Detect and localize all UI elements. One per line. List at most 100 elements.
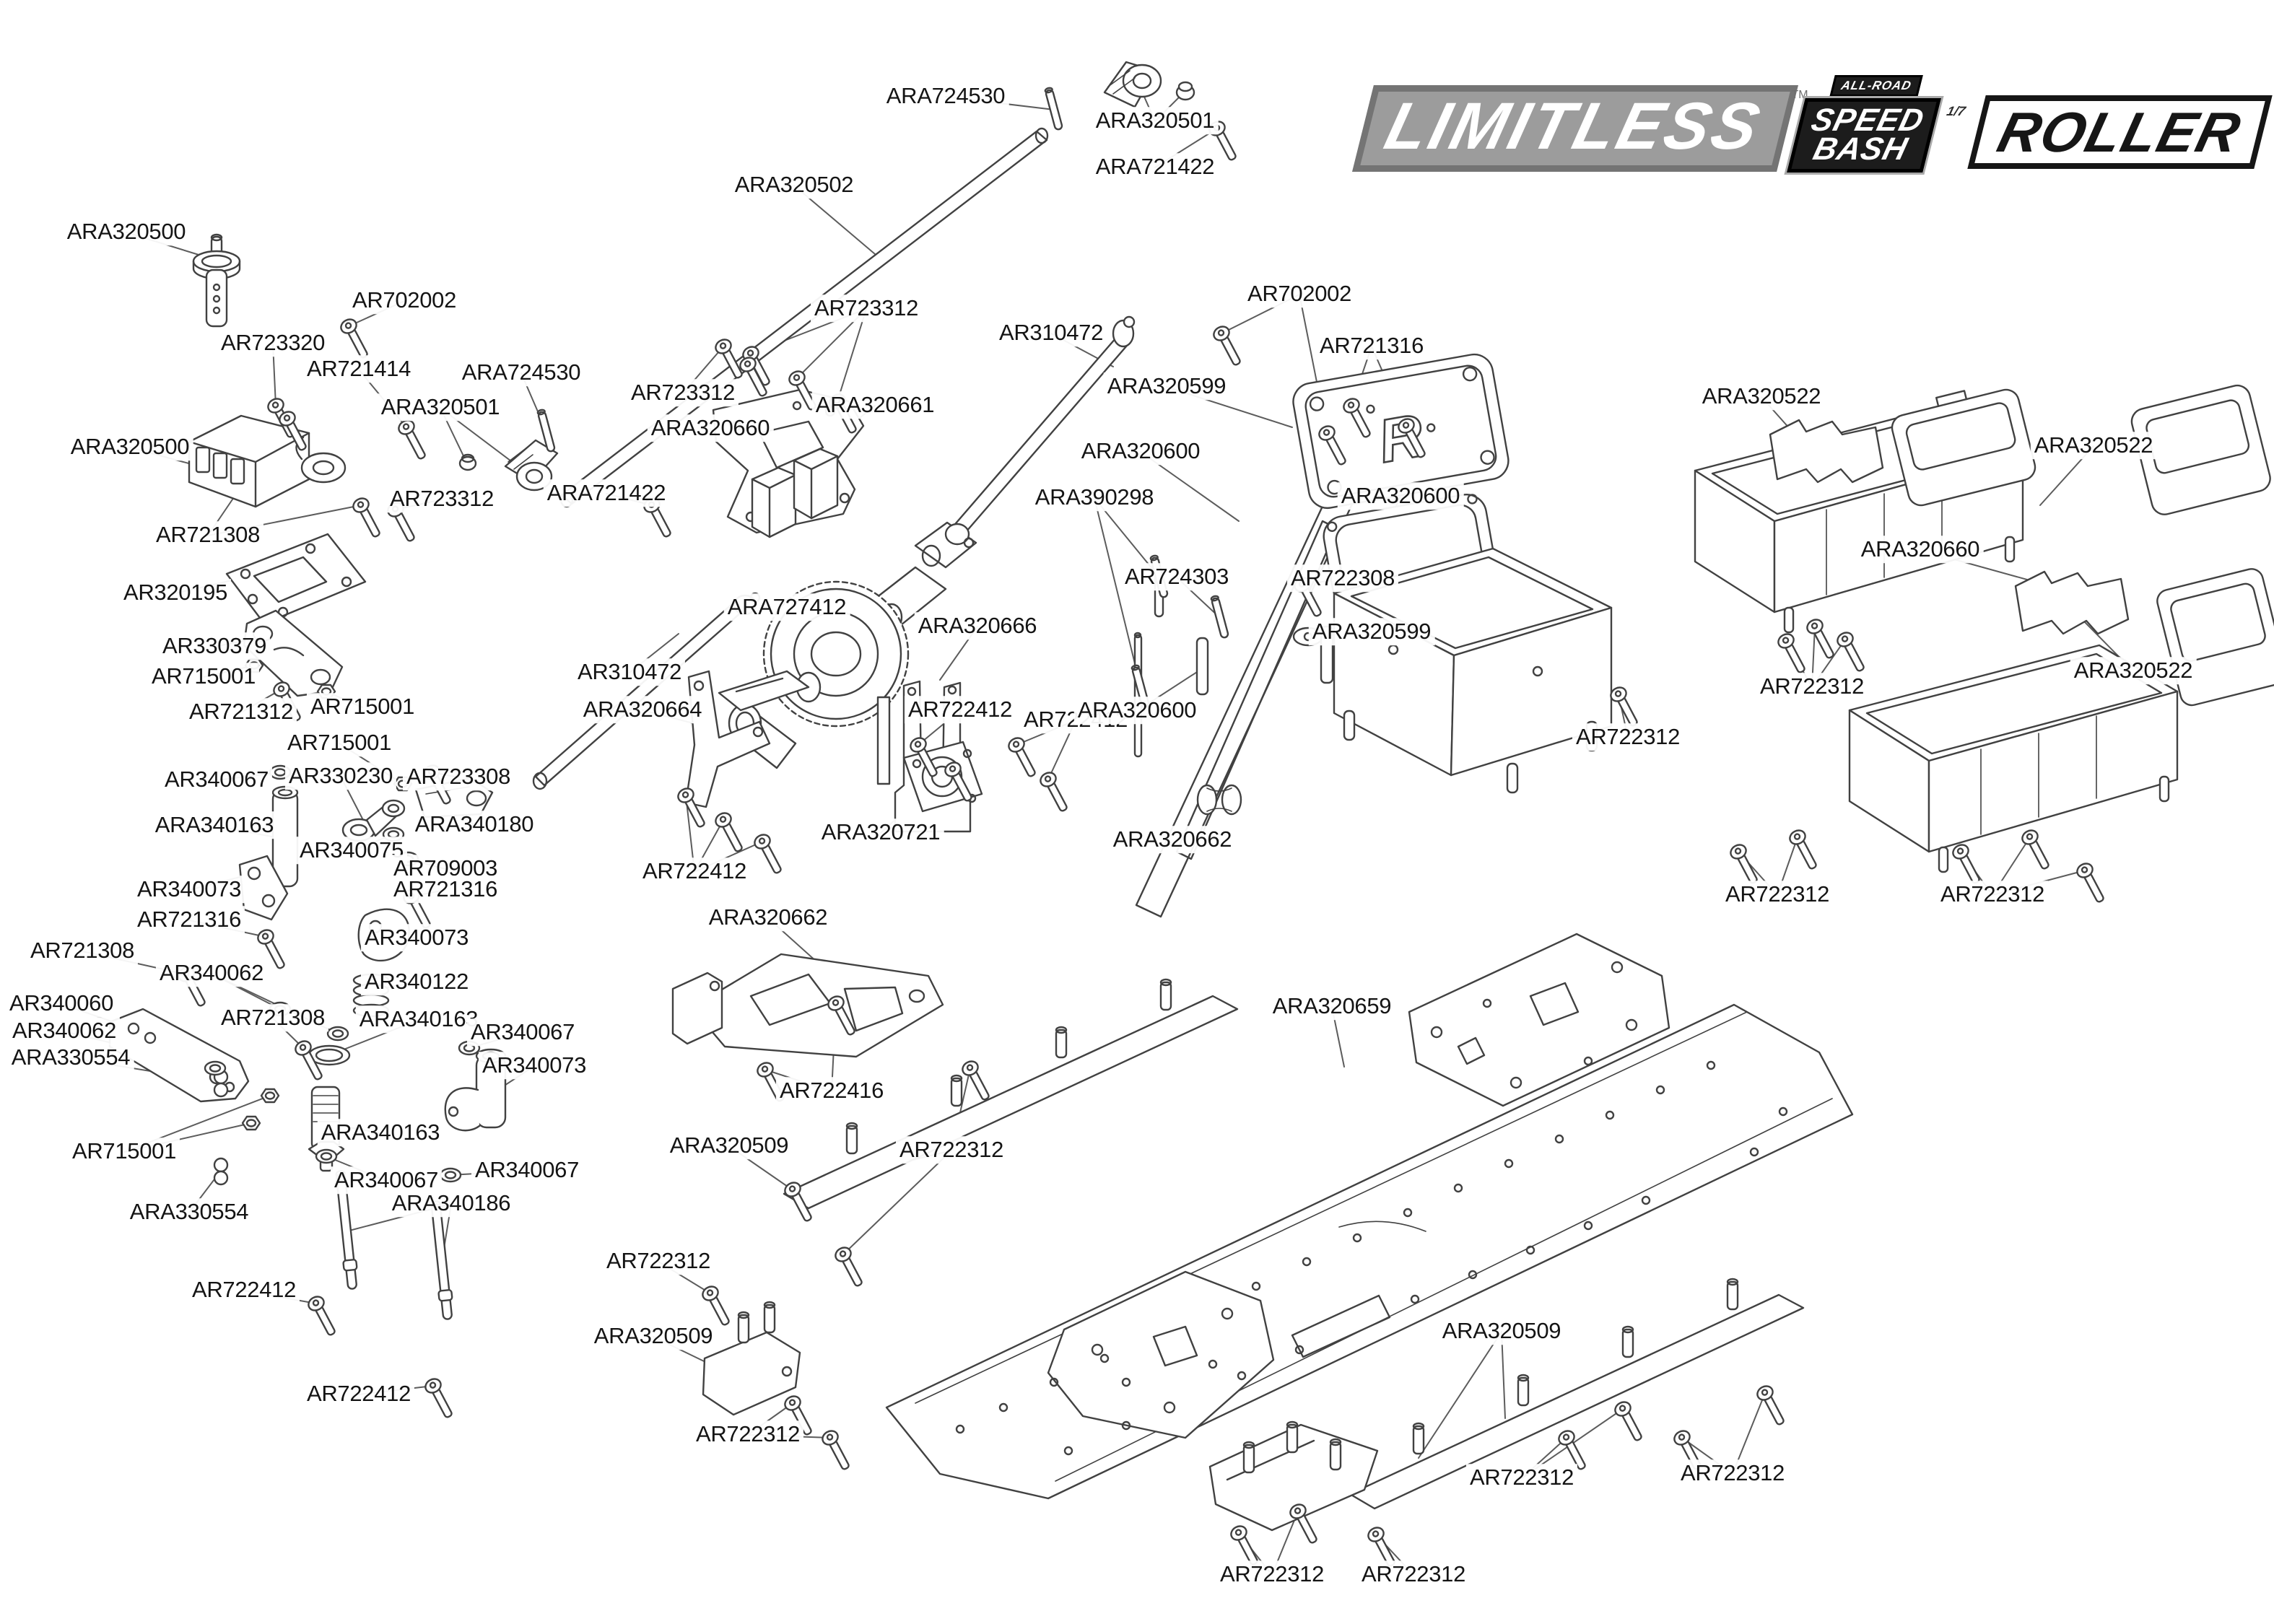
part-label: ARA340163 [151,811,278,839]
part-label: ARA320522 [2030,432,2157,460]
part-label: AR722312 [895,1136,1008,1164]
part-label: AR723320 [217,329,329,357]
part-label: ARA727412 [723,593,850,621]
part-label: AR722412 [188,1276,300,1304]
part-label: AR722312 [1572,723,1684,751]
part-label: AR310472 [573,658,686,686]
rail-posts [845,978,1172,1155]
part-label: ARA320522 [1698,383,1825,411]
part-label: AR724303 [1120,563,1233,591]
part-label: ARA320500 [66,433,193,461]
brand-logo: LIMITLESS TM ALL-ROAD SPEED BASH 1/7 ROL… [1352,75,2273,173]
limitless-logo: LIMITLESS TM [1352,85,1808,172]
antenna-mount-part [192,233,241,328]
part-label: ARA320509 [666,1132,793,1160]
part-label: ARA320659 [1268,992,1395,1021]
speed-bash-badge: ALL-ROAD SPEED BASH [1787,75,1948,173]
part-label: AR340067 [330,1166,443,1195]
center-steering-rod-part [458,61,1195,508]
part-label: ARA724530 [458,359,585,387]
part-label: ARA320600 [1337,482,1464,510]
bash-text: BASH [1810,131,1912,167]
part-label: ARA340163 [355,1005,482,1034]
part-label: ARA390298 [1031,484,1158,512]
steering-servo-part [188,414,347,508]
part-label: AR310472 [995,319,1107,347]
part-label: AR721308 [26,937,139,965]
limitless-wordmark: LIMITLESS [1378,90,1769,163]
part-label: AR722412 [904,696,1016,724]
part-label: AR722312 [692,1420,804,1449]
part-label: ARA340163 [317,1119,444,1147]
part-label: AR722312 [1216,1560,1328,1589]
part-label: AR722308 [1286,564,1399,593]
part-label: AR715001 [306,693,419,721]
part-label: AR702002 [1243,280,1356,308]
speed-text: SPEED [1808,102,1928,138]
part-label: AR340062 [8,1017,121,1045]
part-label: AR715001 [68,1138,180,1166]
part-label: AR722412 [302,1380,415,1408]
part-label: AR340122 [360,968,473,996]
part-label: AR723308 [402,763,515,791]
part-label: ARA320660 [647,414,774,442]
part-label: AR722312 [1721,881,1834,909]
part-label: ARA320660 [1857,536,1984,564]
part-label: ARA320600 [1077,437,1204,466]
part-label: AR340067 [466,1018,579,1047]
part-label: AR330379 [158,632,271,660]
part-label: ARA320502 [731,171,858,199]
part-label: ARA721422 [543,479,670,507]
part-label: AR723312 [810,294,923,323]
part-label: AR721312 [185,698,297,726]
part-label: ARA320662 [1109,826,1236,854]
part-label: ARA330554 [7,1044,134,1072]
part-label: ARA340186 [388,1189,515,1218]
part-label: AR340075 [295,837,408,865]
all-road-chip: ALL-ROAD [1829,75,1924,97]
part-label: AR340073 [478,1052,591,1080]
part-label: AR340067 [160,766,273,794]
part-label: ARA320664 [579,696,706,724]
part-label: AR722412 [638,857,751,886]
part-label: AR721308 [152,521,264,549]
part-label: AR723312 [385,485,498,513]
part-label: AR722312 [1756,673,1868,701]
part-label: ARA320599 [1308,618,1435,646]
part-label: ARA320600 [1073,697,1201,725]
part-label: ARA721422 [1092,153,1219,181]
part-label: ARA320509 [590,1322,717,1350]
chassis-plate-parts [885,933,1854,1500]
part-label: ARA320501 [377,393,504,422]
rail-posts-2 [1412,1278,1739,1455]
part-label: AR722312 [1936,881,2049,909]
part-label: ARA340180 [411,811,538,839]
part-label: AR721316 [133,906,245,934]
part-label: AR723312 [627,379,739,407]
part-label: AR715001 [147,663,260,691]
steering-top-plate-part [225,533,367,625]
part-label: ARA320522 [2070,657,2197,685]
receiver-box-parts: R [1133,353,1613,794]
part-label: ARA320666 [914,612,1041,640]
battery-tray-parts [1694,384,2274,873]
part-label: AR721308 [217,1004,329,1032]
part-label: ARA320500 [63,218,190,246]
part-label: ARA320599 [1103,372,1230,401]
roller-badge: ROLLER [1966,95,2273,169]
scale-text: 1/7 [1945,104,1967,118]
part-label: AR722312 [1676,1459,1789,1488]
part-label: ARA320662 [705,904,832,932]
part-label: AR721316 [1315,332,1428,360]
part-label: AR722312 [602,1247,715,1275]
part-label: ARA724530 [882,82,1009,110]
part-label: AR715001 [283,729,396,757]
part-label: AR722312 [1357,1560,1470,1589]
part-label: AR320195 [119,579,232,607]
roller-text: ROLLER [1991,100,2248,164]
part-label: AR340060 [5,990,118,1018]
part-label: AR330230 [284,762,397,790]
part-label: AR340062 [155,959,268,987]
part-label: AR722416 [775,1077,888,1105]
